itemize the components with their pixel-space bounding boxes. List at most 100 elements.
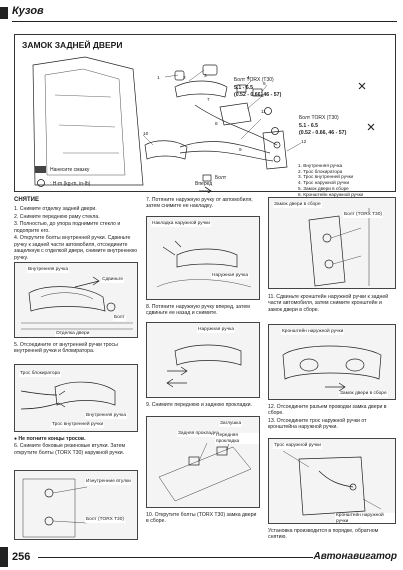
door-lock-drawing (32, 56, 375, 193)
callout-number: 8 (215, 121, 218, 126)
step-text: 10. Открутите болты (TORX T30) замка две… (146, 512, 257, 525)
parts-legend-item: 1. Внутренняя ручка (298, 163, 343, 168)
grommet-circle (44, 488, 54, 498)
page-header: Кузов (0, 0, 403, 26)
page-number: 256 (12, 551, 31, 563)
header-rule (12, 21, 397, 22)
removal-heading: СНЯТИЕ (14, 197, 39, 203)
parts-legend-item: 6. Кронштейн наружной ручки (298, 191, 364, 197)
gasket-shape (252, 88, 263, 97)
diagram-title: ЗАМОК ЗАДНЕЙ ДВЕРИ (22, 40, 123, 50)
callout-number: 5 (263, 81, 266, 86)
step-text: 4. Открутите болты внутренней ручки. Сдв… (14, 235, 138, 261)
figure-label: Внутренняя ручка (85, 413, 127, 419)
cable-end (349, 483, 357, 491)
outer-handle-body (174, 344, 242, 366)
figure-handle-bracket: Кронштейн наружной ручки Замок двери в с… (268, 324, 396, 400)
do-not-reuse-symbol (367, 123, 375, 131)
parts-legend-item: 4. Трос наружной ручки (298, 180, 350, 186)
parts-legend-item: 5. Замок двери в сборе (298, 185, 349, 191)
handle-bracket-shape (219, 102, 252, 126)
figure-label: Кронштейн наружной ручки (335, 513, 395, 523)
do-not-reuse-symbol (358, 82, 366, 90)
handle-bracket-drawing (282, 345, 382, 392)
figure-label: Болт (TORX T30) (85, 517, 125, 523)
door-panel (158, 446, 252, 502)
header-marker (0, 7, 8, 19)
figure-rubber-grommets: Изнутренние втулки Болт (TORX T30) (14, 470, 138, 540)
outer-handle-drawing (166, 344, 242, 388)
handle-cover-drawing (156, 240, 252, 288)
outer-handle-body (176, 248, 238, 268)
grease-symbol (35, 166, 46, 173)
step-text: 1. Снимите отделку задней двери. (14, 206, 97, 213)
figure-label: Отделка двери (55, 331, 91, 337)
step-text: 5. Отсоедините от внутренней ручки тросы… (14, 342, 118, 355)
handle-cable (318, 470, 354, 488)
label-leader (362, 498, 382, 510)
step-text: 9. Снимите переднюю и заднюю прокладки. (146, 402, 253, 408)
removal-steps-12-13: 12. Отсоедините разъем проводки замка дв… (268, 404, 396, 432)
installation-note: Установка производится в порядке, обратн… (268, 528, 396, 542)
removal-step-8: 8. Потяните наружную ручку вперед, затем… (146, 304, 260, 318)
callout-number: 3 (204, 73, 207, 78)
removal-step-7: 7. Потяните наружную ручку от автомобиля… (146, 197, 260, 211)
figure-label: Задняя прокладка (177, 431, 220, 437)
bracket-hole (345, 358, 365, 372)
bolt-circle (106, 302, 116, 312)
bolt-label: Болт TORX (T30) (299, 115, 339, 121)
door-frame-inner (44, 68, 126, 176)
figure-label: Заглушка (219, 421, 243, 427)
callout-number: 7 (207, 97, 210, 102)
gasket-shape (236, 84, 247, 93)
step-text: 12. Отсоедините разъем проводки замка дв… (268, 404, 387, 417)
bolt-label: Болт (215, 175, 227, 181)
lock-bolt-hole (322, 233, 332, 243)
figure-outer-handle-cable: Трос наружной ручки Кронштейн наружной р… (268, 438, 396, 524)
removal-step-5: 5. Отсоедините от внутренней ручки тросы… (14, 342, 138, 356)
door-skin-line (156, 279, 252, 288)
grommet-circle (44, 516, 54, 526)
step-text: 2. Снимите переднюю раму стекла. (14, 213, 100, 220)
front-direction-label: Вперед (195, 181, 213, 187)
outer-cable-drawing (282, 450, 382, 516)
callout-number: 9 (239, 147, 242, 152)
removal-step-10: 10. Открутите болты (TORX T30) замка две… (146, 512, 260, 526)
bracket-body (282, 345, 382, 380)
step-text: 13. Отсоедините трос наружной ручки от к… (268, 417, 367, 431)
cable-ends (58, 390, 66, 408)
door-lock-shape (262, 130, 288, 170)
lock-bolt-hole (273, 155, 281, 163)
removal-step-11: 11. Сдвиньте кронштейн наружной ручки к … (268, 294, 396, 314)
door-lock-diagram: ЗАМОК ЗАДНЕЙ ДВЕРИ (14, 34, 396, 231)
lock-bolt-hole (273, 141, 281, 149)
pull-arrow (162, 240, 182, 256)
removal-steps-column-1: СНЯТИЕ 1. Снимите отделку задней двери. … (14, 197, 138, 262)
handle-body (28, 286, 106, 312)
lock-body (308, 215, 346, 287)
figure-label: Трос наружной ручки (273, 443, 322, 449)
figure-label: Трос внутренней ручки (51, 422, 105, 428)
figure-inner-handle: Внутренняя ручка Сдвиньте Болт Отделка д… (14, 262, 138, 338)
figure-label: Передняя прокладка (215, 433, 259, 445)
figure-outer-handle: Наружная ручка (146, 322, 260, 398)
callout-number: 2 (183, 75, 186, 80)
callout-number: 12 (301, 139, 307, 144)
figure-label: Наружная ручка (211, 273, 250, 279)
lock-cable (20, 390, 58, 396)
callout-number: 6 (261, 93, 264, 98)
door-frame-ribs (54, 94, 119, 154)
cable-path-1 (179, 141, 271, 154)
step-text: Установка производится в порядке, обратн… (268, 528, 379, 541)
figure-label: Трос блокиратора (19, 371, 61, 377)
back-arrow (166, 378, 187, 388)
section-title: Кузов (12, 5, 44, 17)
callout-number: 11 (261, 109, 266, 114)
footer-marker (0, 547, 8, 567)
removal-step-9: 9. Снимите переднюю и заднюю прокладки. (146, 402, 260, 409)
legend-torque-label: : Н·m (kg-m, in-lb) (50, 181, 91, 187)
figure-label: Наружная ручка (197, 327, 236, 333)
parts-legend-item: 2. Трос блокиратора (298, 168, 343, 174)
callout-number: 1 (157, 75, 160, 80)
